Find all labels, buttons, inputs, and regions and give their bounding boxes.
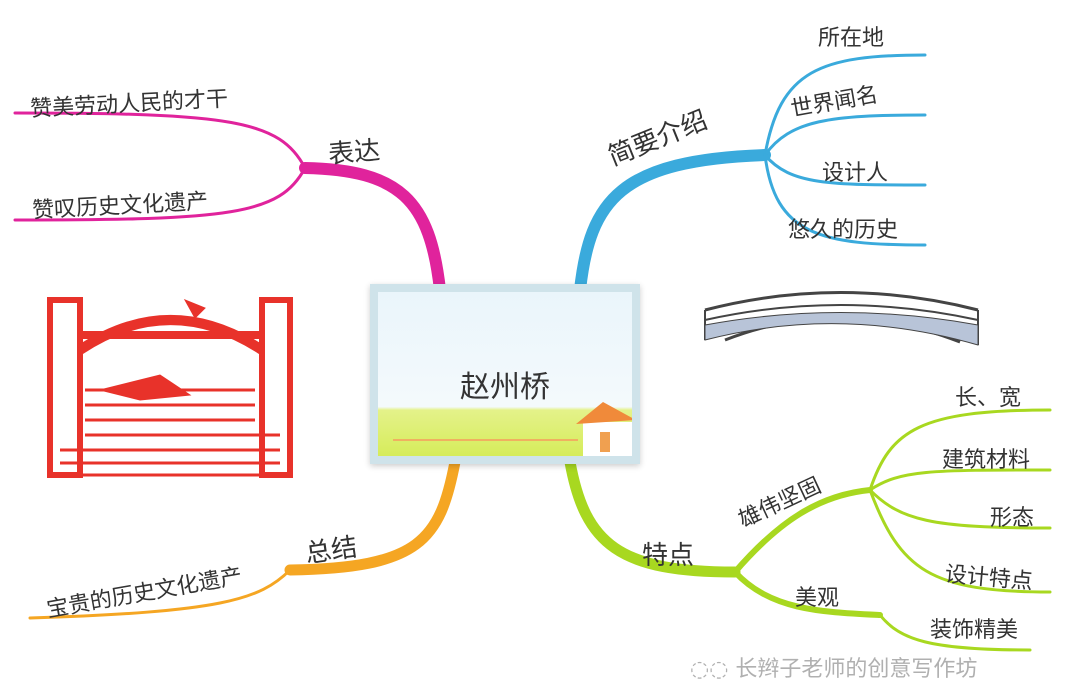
branch-line-expression <box>299 162 446 296</box>
leaf-line <box>13 111 307 170</box>
leaf-label[interactable]: 设计人 <box>822 161 889 186</box>
leaf-label[interactable]: 所在地 <box>818 26 885 51</box>
paper-cut-bridge-image <box>47 297 293 478</box>
leaf-line <box>763 53 927 157</box>
leaf-line <box>13 166 307 222</box>
central-topic-title: 赵州桥 <box>460 370 550 405</box>
leaf-label[interactable]: 形态 <box>990 506 1035 531</box>
leaf-label[interactable]: 装饰精美 <box>930 618 1019 643</box>
leaf-label[interactable]: 悠久的历史 <box>788 218 899 243</box>
leaf-line <box>868 488 1052 594</box>
leaf-line <box>868 408 1052 492</box>
leaf-line <box>878 613 1032 652</box>
stone-bridge-image <box>704 291 979 346</box>
branch-line-intro <box>574 149 771 296</box>
sub-branch-label[interactable]: 美观 <box>795 586 840 611</box>
watermark-text: 长辫子老师的创意写作坊 <box>735 657 978 682</box>
house-icon <box>393 402 632 456</box>
leaf-label[interactable]: 建筑材料 <box>942 448 1031 473</box>
leaf-line <box>763 113 927 157</box>
leaf-label[interactable]: 长、宽 <box>955 386 1022 411</box>
leaf-line <box>868 488 1052 530</box>
wechat-icon: ◌◌ <box>690 657 736 682</box>
central-topic[interactable]: 赵州桥 <box>370 284 640 464</box>
leaf-line <box>763 153 927 187</box>
leaf-line <box>868 468 1052 492</box>
leaf-line <box>763 153 927 247</box>
branch-label-summary[interactable]: 总结 <box>303 532 360 570</box>
branch-line-summary <box>284 456 461 576</box>
leaf-line <box>28 568 292 620</box>
branch-label-features[interactable]: 特点 <box>642 541 695 571</box>
watermark: ◌◌ 长辫子老师的创意写作坊 <box>690 657 977 683</box>
branch-label-expression[interactable]: 表达 <box>327 135 382 171</box>
sub-line <box>732 569 883 618</box>
branch-line-features <box>564 456 741 578</box>
sub-line <box>732 487 873 575</box>
